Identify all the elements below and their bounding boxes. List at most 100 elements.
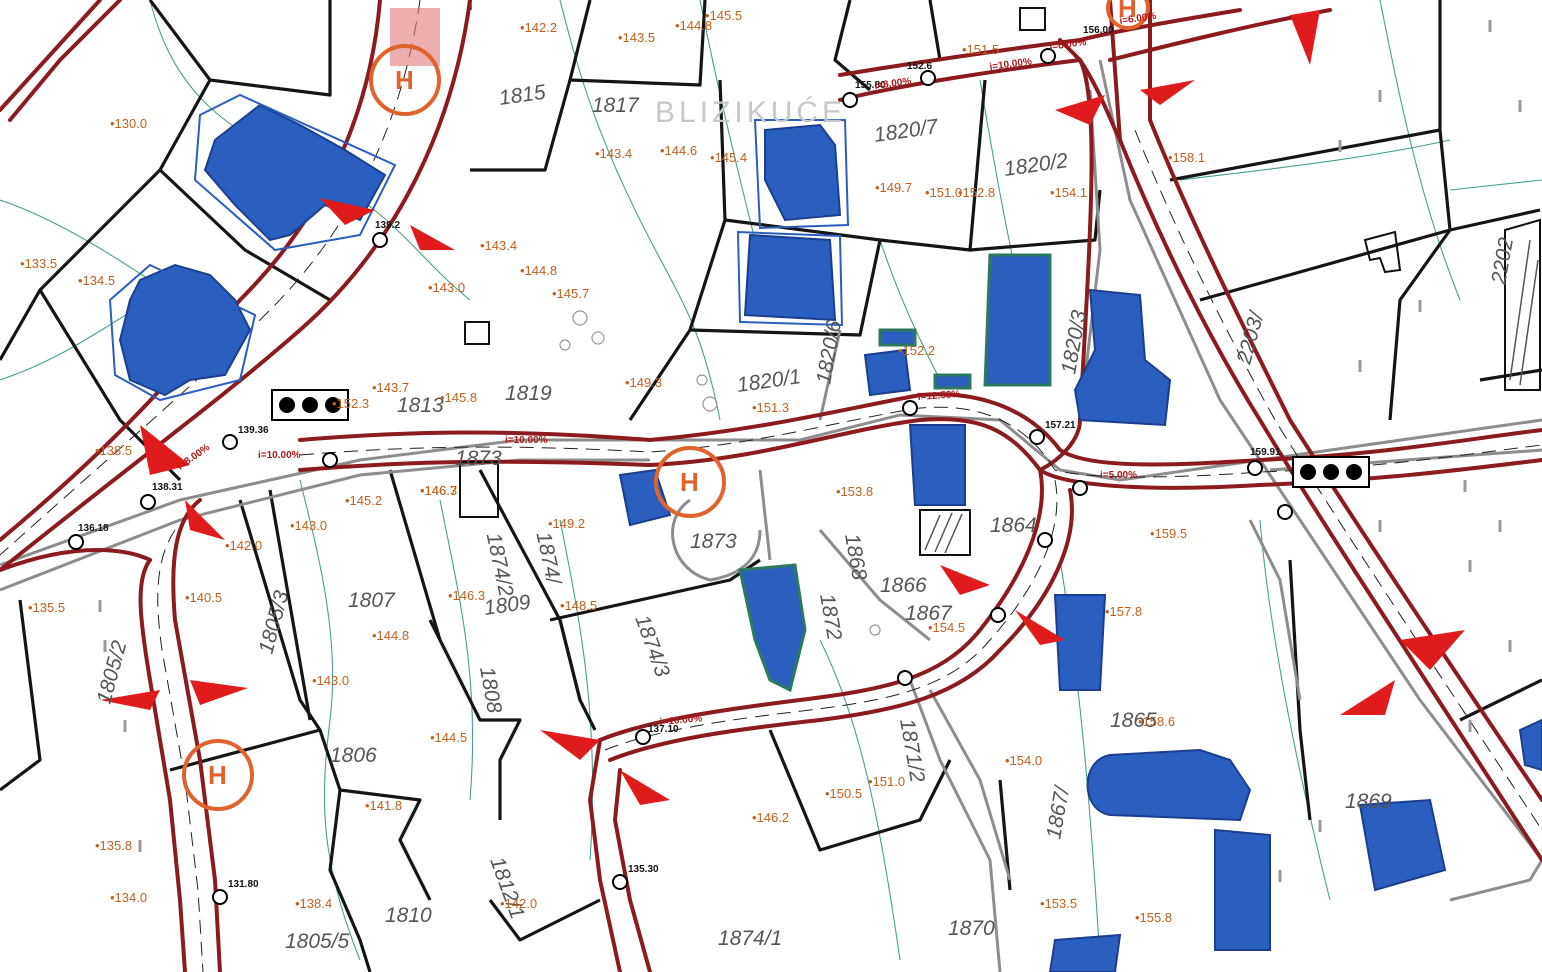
elevation-label: •143.7 <box>372 380 409 395</box>
elevation-labels: •142.2 •143.5 •144.8 •145.5 •130.0 •143.… <box>20 8 1205 925</box>
elevation-label: •154.5 <box>928 620 965 635</box>
hydrant-icon <box>182 739 254 811</box>
survey-point-icon <box>842 92 858 108</box>
elevation-label: •146.3 <box>448 588 485 603</box>
spot-height-label: 135.30 <box>628 864 659 875</box>
parcel-label: 1873 <box>455 447 502 470</box>
svg-text:H: H <box>680 467 699 497</box>
spot-height-label: 155.80 <box>855 80 886 91</box>
arrow-icon <box>1055 95 1105 125</box>
arrow-icon <box>1140 80 1195 105</box>
vegetation <box>559 310 881 636</box>
survey-point-icon <box>1247 460 1263 476</box>
arrow-icon <box>540 730 600 760</box>
elevation-label: •143.0 <box>428 280 465 295</box>
parcel-label: 1865 <box>1110 709 1157 732</box>
hydrant-icon <box>1106 0 1150 30</box>
spot-heights: 139.36 138.31 136.18 139.2 152.6 155.80 … <box>78 25 1281 890</box>
view-arrows <box>100 10 1465 805</box>
building <box>1073 288 1172 427</box>
parcel-label: 1819 <box>505 382 552 405</box>
arrow-icon <box>940 565 990 595</box>
elevation-label: •144.6 <box>660 143 697 158</box>
elevation-label: •145.4 <box>710 150 747 165</box>
building <box>983 253 1052 387</box>
svg-text:H: H <box>1118 0 1137 23</box>
elevation-label: •151.5 <box>962 42 999 57</box>
hydrant-icon <box>369 44 441 116</box>
elevation-label: •144.5 <box>430 730 467 745</box>
elevation-label: •135.8 <box>95 838 132 853</box>
parcel-label: 1864 <box>990 514 1037 537</box>
building <box>878 328 917 347</box>
elevation-label: •145.2 <box>345 493 382 508</box>
arrow-icon <box>100 690 160 710</box>
elevation-label: •154.0 <box>1005 753 1042 768</box>
spot-height-label: 156.00 <box>1083 25 1114 36</box>
parcel-label: 1807 <box>348 589 396 612</box>
svg-text:H: H <box>208 760 227 790</box>
arrow-icon <box>185 500 225 540</box>
elevation-label: •143.4 <box>480 238 517 253</box>
parcel-label: 1813 <box>397 394 444 417</box>
building <box>908 424 966 506</box>
survey-point-icon <box>920 70 936 86</box>
elevation-label: •152.8 <box>958 185 995 200</box>
elevation-label: •146.3 <box>420 483 457 498</box>
parcel-label: 1867 <box>905 602 953 625</box>
parcel-label: 1873 <box>690 530 737 553</box>
arrow-icon <box>1015 610 1065 645</box>
parcel-label: 1870 <box>948 917 995 940</box>
hydrants: H H H H <box>182 0 1150 811</box>
elevation-label: •141.8 <box>365 798 402 813</box>
elevation-label: •140.5 <box>185 590 222 605</box>
building-outline <box>108 263 257 402</box>
survey-point-icon <box>372 232 388 248</box>
arrow-icon <box>1400 630 1465 670</box>
spot-height-label: 139.36 <box>238 425 269 436</box>
building <box>1358 798 1447 892</box>
elevation-label: •142.2 <box>520 20 557 35</box>
building <box>764 123 842 222</box>
arrow-icon <box>1290 10 1320 65</box>
building <box>1518 718 1542 772</box>
elevation-label: •150.5 <box>825 786 862 801</box>
elevation-label: •143.5 <box>618 30 655 45</box>
parcel-label: 1866 <box>880 574 927 597</box>
hydrant-marker: H <box>369 44 441 116</box>
elevation-label: •144.8 <box>675 18 712 33</box>
elevation-label: •152.3 <box>332 396 369 411</box>
parcel-label: 1806 <box>330 744 377 767</box>
bench-marker-icon <box>271 389 349 421</box>
arrow-icon <box>410 225 455 250</box>
arrow-icon <box>1340 680 1395 715</box>
elevation-label: •143.4 <box>595 146 632 161</box>
survey-point-icon <box>222 434 238 450</box>
grade-label: i=10.00% <box>258 450 301 461</box>
bench-markers <box>271 389 1370 488</box>
elevation-label: •149.3 <box>625 375 662 390</box>
elevation-label: •134.0 <box>110 890 147 905</box>
elevation-label: •135.5 <box>28 600 65 615</box>
grade-label: i=8.00% <box>874 76 912 92</box>
elevation-label: •145.5 <box>705 8 742 23</box>
hydrant-marker: H <box>654 446 726 518</box>
elevation-label: •154.1 <box>1050 185 1087 200</box>
spot-height-label: 159.91 <box>1250 447 1281 458</box>
elevation-label: •142.0 <box>500 896 537 911</box>
parcel-label: 1817 <box>592 94 640 117</box>
survey-point-icon <box>612 874 628 890</box>
structures <box>459 7 1541 556</box>
elevation-label: •142.0 <box>225 538 262 553</box>
hydrant-icon <box>654 446 726 518</box>
elevation-label: •153.8 <box>836 484 873 499</box>
parcel-label: 1869 <box>1345 790 1392 813</box>
parcel-label: 1874/1 <box>718 927 782 950</box>
arrow-icon <box>320 198 375 225</box>
building <box>1214 828 1271 951</box>
buildings <box>108 93 1542 972</box>
tick-marks <box>98 20 1522 882</box>
survey-point-icon <box>897 670 913 686</box>
